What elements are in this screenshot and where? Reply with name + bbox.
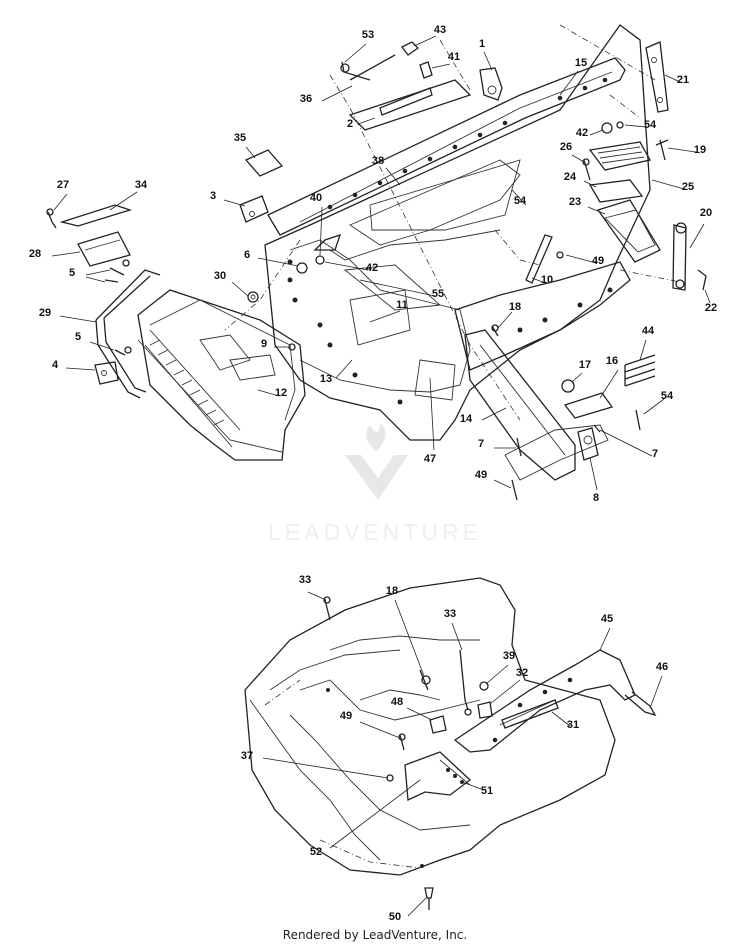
callout-label: 49 [475,469,487,481]
callout-label: 53 [362,29,374,41]
callout-label: 33 [299,574,311,586]
callout-label: 22 [705,302,717,314]
callout-label: 42 [576,127,588,139]
callout-label: 55 [432,288,444,300]
callout-label: 44 [642,325,655,337]
lower-assembly-drawing [244,577,657,910]
callout-label: 35 [234,132,246,144]
leader-lines [51,35,711,917]
callout-label: 8 [593,492,599,504]
callout-label: 9 [261,338,267,350]
callout-label: 39 [503,650,515,662]
callout-label: 4 [52,359,59,371]
callout-label: 26 [560,141,572,153]
callout-label: 7 [652,448,658,460]
callout-label: 16 [606,355,618,367]
left-side-assembly [46,204,306,461]
callout-label: 54 [644,119,657,131]
callout-label: 42 [366,262,378,274]
callout-label: 48 [391,696,403,708]
callout-label: 36 [300,93,312,105]
callout-label: 6 [244,249,250,261]
callout-label: 18 [509,301,521,313]
callout-label: 45 [601,613,613,625]
callout-label: 27 [57,179,69,191]
callout-label: 28 [29,248,41,260]
callout-label: 18 [386,585,398,597]
callout-label: 10 [541,274,553,286]
callout-label: 1 [479,38,485,50]
callout-label: 29 [39,307,51,319]
callout-label: 49 [340,710,352,722]
callout-label: 32 [516,667,528,679]
callout-label: 52 [310,846,322,858]
callout-label: 12 [275,387,287,399]
callout-label: 54 [661,390,674,402]
footer-credit: Rendered by LeadVenture, Inc. [283,928,467,942]
callout-label: 5 [69,267,75,279]
callout-label: 13 [320,373,332,385]
callout-label: 50 [389,911,401,923]
callout-label: 15 [575,57,587,69]
callout-label: 24 [564,171,577,183]
callout-label: 46 [656,661,668,673]
leadventure-watermark-logo: LEADVENTURE [268,422,482,545]
callout-label: 25 [682,181,694,193]
callout-label: 49 [592,255,604,267]
callout-label: 14 [460,413,473,425]
callout-label: 41 [448,51,460,63]
callout-label: 20 [700,207,712,219]
callout-label: 11 [396,299,408,311]
callout-label: 43 [434,24,446,36]
callout-label: 33 [444,608,456,620]
callout-label: 2 [347,118,353,130]
callout-label: 21 [677,74,689,86]
callout-label: 17 [579,359,591,371]
callout-label: 38 [372,155,384,167]
upper-assembly-drawing [224,24,707,501]
callout-label: 5 [75,331,81,343]
watermark-brand: LEADVENTURE [268,519,482,545]
callout-label: 30 [214,270,226,282]
callout-label: 19 [694,144,706,156]
callout-label: 3 [210,190,216,202]
callout-label: 7 [478,438,484,450]
callout-label: 47 [424,453,436,465]
callout-label: 40 [310,192,322,204]
callout-label: 23 [569,196,581,208]
callout-label: 54 [514,195,527,207]
callout-label: 51 [481,785,493,797]
callout-label: 37 [241,750,253,762]
callout-label: 34 [135,179,148,191]
callout-label: 31 [567,719,579,731]
